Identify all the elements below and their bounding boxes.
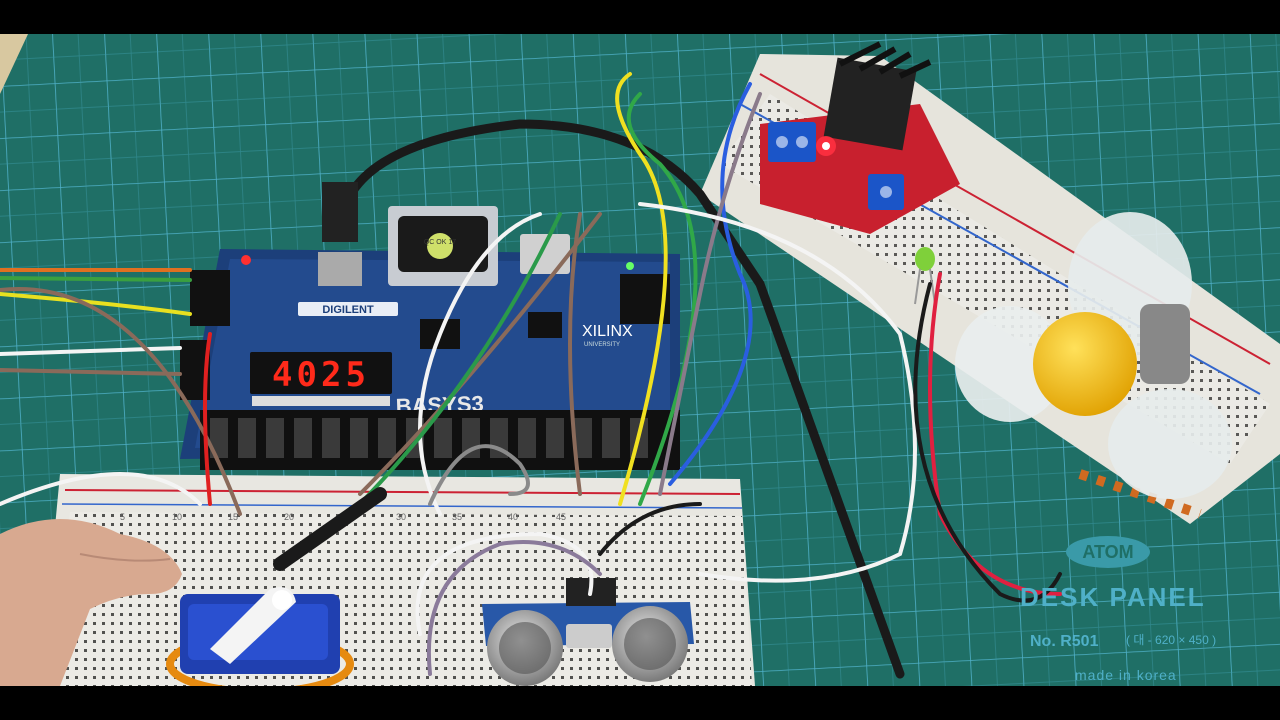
mat-product: DESK PANEL	[1020, 582, 1206, 612]
mat-origin: made in korea	[1075, 667, 1177, 683]
photo-scene: QC OK 17 DIGILENT XILINX UNIVERSITY BASY…	[0, 34, 1280, 686]
motor-driver-module	[760, 41, 960, 234]
bb-num-45: 45	[556, 512, 566, 522]
vga-sticker: QC OK 17	[424, 239, 456, 246]
mat-model: No. R501	[1030, 633, 1099, 650]
seven-segment-display: 4025	[272, 355, 370, 395]
servo-motor	[166, 587, 354, 686]
mat-brand: ATOM	[1082, 542, 1133, 562]
fan	[955, 212, 1232, 499]
bb-num-5: 5	[120, 512, 125, 522]
xilinx-logo-text: XILINX	[582, 323, 633, 340]
bb-num-15: 15	[228, 512, 238, 522]
desk-corner	[0, 34, 28, 94]
scene-svg: QC OK 17 DIGILENT XILINX UNIVERSITY BASY…	[0, 34, 1280, 686]
bb-num-20: 20	[284, 512, 294, 522]
hand	[0, 519, 182, 686]
xilinx-sub-text: UNIVERSITY	[584, 342, 620, 348]
bb-num-35: 35	[452, 512, 462, 522]
bb-num-40: 40	[508, 512, 518, 522]
jumper-wires	[0, 72, 1062, 679]
ultrasonic-sensor	[482, 578, 694, 686]
mat-size: ( 대 - 620 × 450 )	[1126, 633, 1216, 647]
bb-num-10: 10	[172, 512, 182, 522]
mat-label: ATOM DESK PANEL No. R501 ( 대 - 620 × 450…	[1020, 536, 1216, 683]
digilent-logo-text: DIGILENT	[322, 304, 374, 316]
seven-segment-panel	[250, 352, 392, 394]
bb-num-30: 30	[396, 512, 406, 522]
